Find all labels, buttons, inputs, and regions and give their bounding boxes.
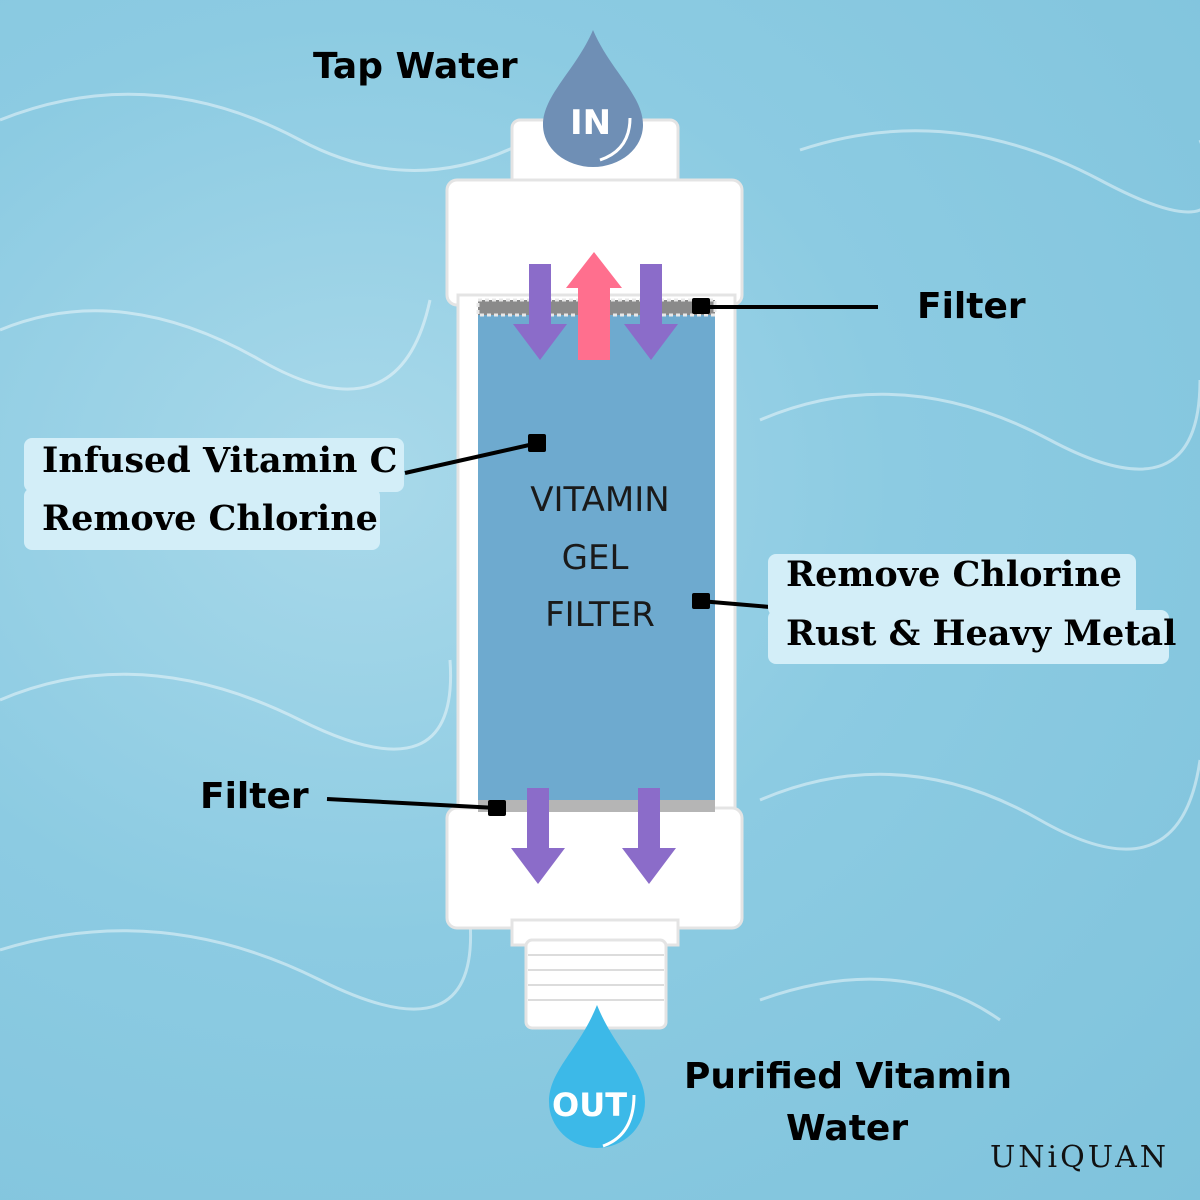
gel-label-line1: VITAMIN [530,480,670,520]
bottom-housing [445,806,744,930]
filter-bottom-label: Filter [200,776,309,817]
out-drop-icon [549,1005,645,1148]
filter-top-label: Filter [917,286,1026,327]
in-drop-icon [543,30,643,167]
down-arrow-icon [513,264,567,360]
out-label: OUT [552,1086,628,1124]
in-label: IN [570,103,612,143]
up-arrow-icon [566,252,622,360]
down-arrow-icon [624,264,678,360]
purified-label-line2: Water [786,1108,909,1149]
left-box-line2: Remove Chlorine [42,498,378,539]
tap-water-label: Tap Water [313,46,518,87]
purified-label-line1: Purified Vitamin [684,1056,1013,1097]
left-box-pointer [404,441,539,475]
right-info-box-lower [768,610,1169,664]
left-info-box-lower [24,488,380,550]
brand-logo: UNiQUAN [990,1140,1169,1175]
left-info-box [24,438,404,492]
down-arrow-icon [622,788,676,884]
vitamin-gel [478,312,715,802]
right-box-pointer [699,599,771,609]
filter-bottom-pointer [326,797,498,810]
gel-label-line3: FILTER [545,595,655,635]
right-info-box [768,554,1136,616]
right-box-line2: Rust & Heavy Metal [786,613,1177,654]
down-arrow-icon [511,788,565,884]
gel-label-line2: GEL [561,538,629,578]
bottom-filter-layer [478,800,715,812]
left-box-line1: Infused Vitamin C [42,440,398,481]
right-box-line1: Remove Chlorine [786,554,1122,595]
